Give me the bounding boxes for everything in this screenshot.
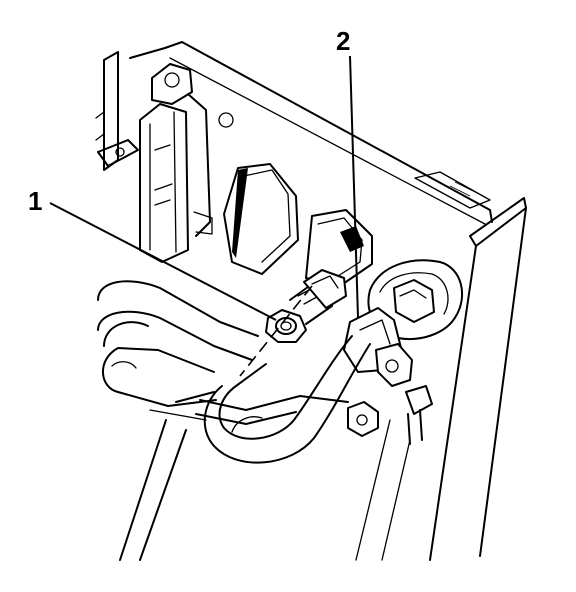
callout-1: 1 — [28, 186, 277, 321]
callout-2-label: 2 — [336, 26, 350, 56]
fitting-nut — [265, 269, 347, 343]
front-cover — [119, 197, 527, 561]
callout-2: 2 — [336, 26, 359, 319]
callout-1-label: 1 — [28, 186, 42, 216]
callout-2-leader — [349, 55, 359, 319]
foreground-hose — [175, 335, 371, 464]
axis-centerline — [239, 285, 313, 377]
mounting-rail — [95, 51, 213, 263]
callout-1-leader — [49, 202, 277, 321]
core-brackets — [223, 163, 373, 287]
pipe-union — [343, 259, 464, 445]
heater-hoses — [97, 280, 259, 407]
bulkhead-panel — [129, 41, 493, 225]
